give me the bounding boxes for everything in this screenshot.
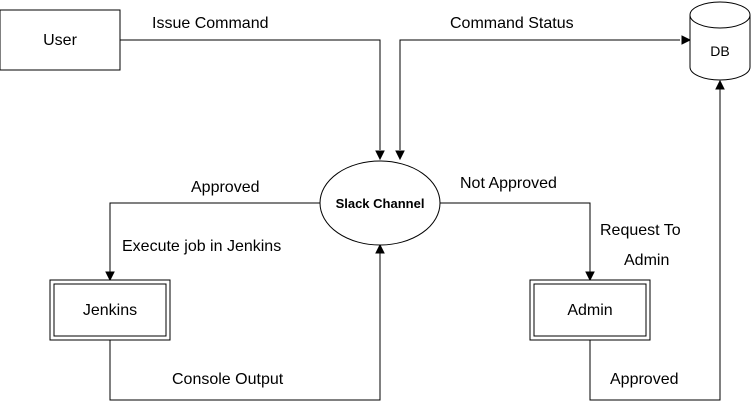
node-slack-channel: Slack Channel [319,160,441,246]
node-admin-label: Admin [567,302,612,319]
node-jenkins-label: Jenkins [83,302,137,319]
label-execute-job: Execute job in Jenkins [122,238,281,255]
label-approved-right: Approved [610,371,679,388]
node-db-label: DB [710,43,729,59]
label-command-status: Command Status [450,15,574,32]
label-request-to-admin-2: Admin [624,252,669,269]
edge-approved-to-jenkins [105,202,320,282]
label-not-approved: Not Approved [460,175,557,192]
node-db: DB [689,1,751,81]
label-approved-left: Approved [191,179,260,196]
edge-console-output [109,243,385,401]
label-console-output: Console Output [172,371,284,388]
label-issue-command: Issue Command [152,15,269,32]
edge-issue-command [120,39,385,161]
node-jenkins: Jenkins [49,279,171,341]
node-slack-channel-label: Slack Channel [336,196,425,211]
node-user: User [0,9,121,71]
edge-not-approved-to-admin [440,202,595,282]
label-request-to-admin-1: Request To [600,222,681,239]
edge-admin-approved-to-db [589,79,725,401]
edge-command-status [395,35,692,161]
node-user-label: User [43,32,77,49]
node-admin: Admin [529,279,651,341]
